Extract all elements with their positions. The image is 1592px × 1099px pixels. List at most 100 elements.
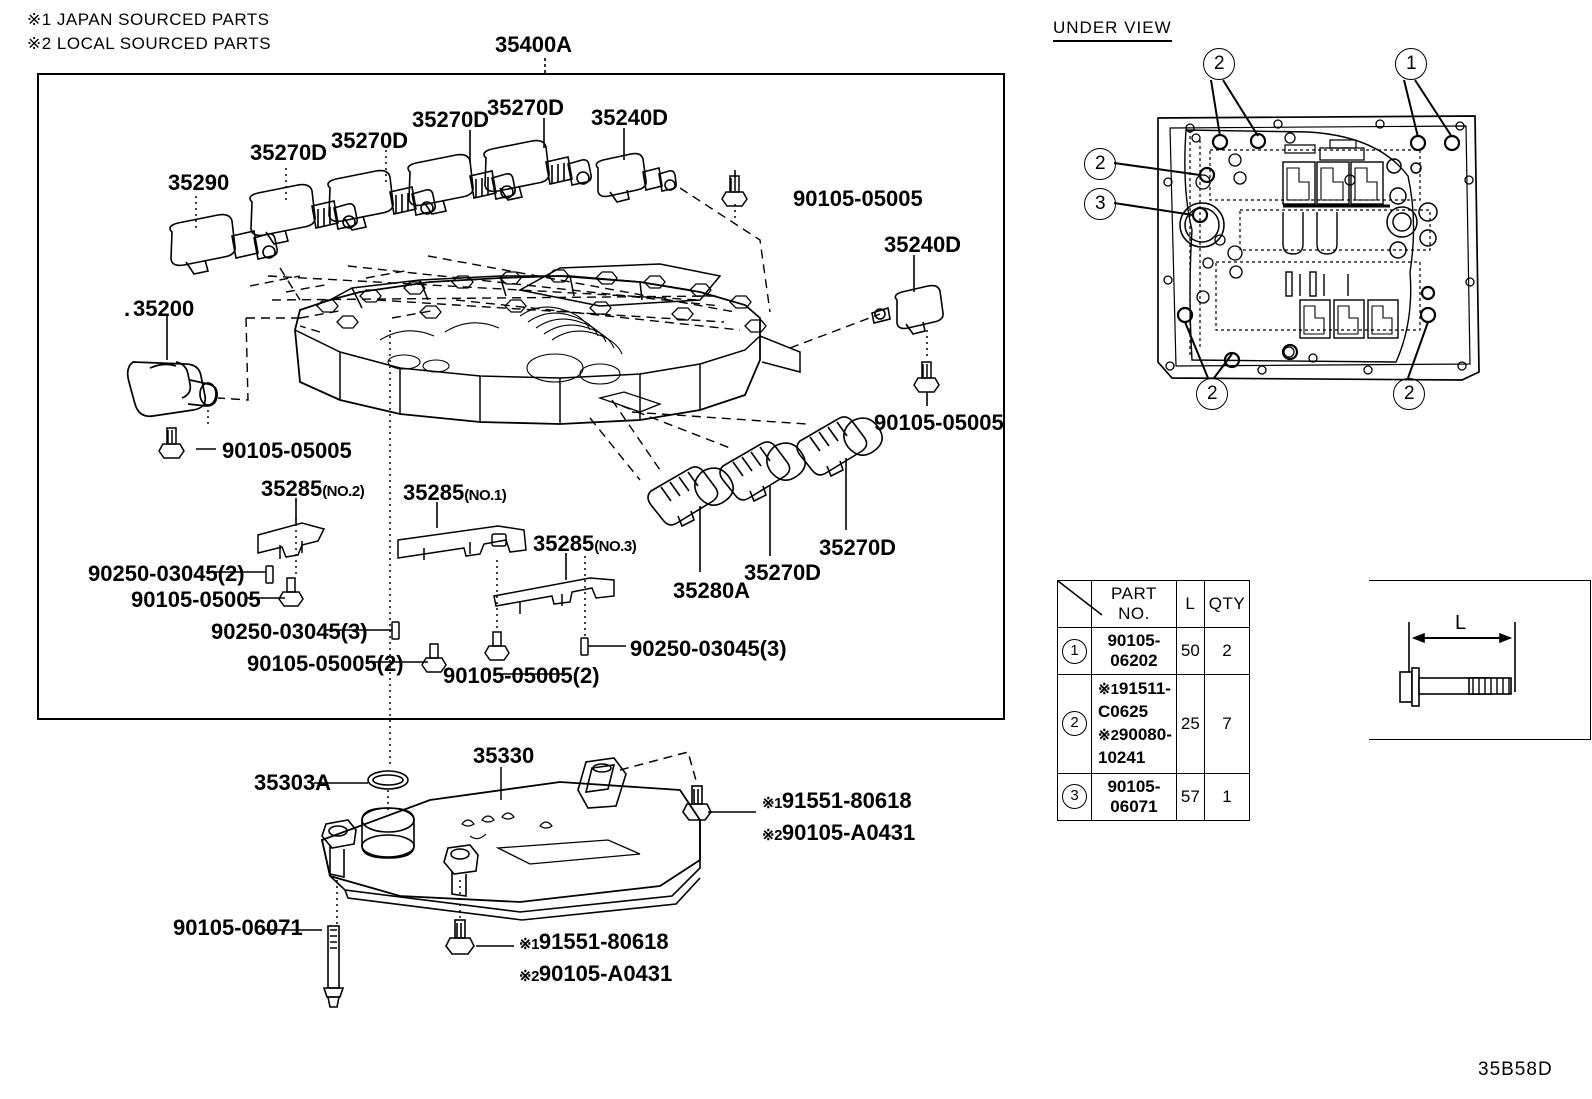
bracket-suffix-no1: (NO.1) [464, 487, 507, 504]
under-view-plate-outline [1157, 115, 1480, 381]
filter-bolt-bottom [445, 919, 475, 955]
part-label-35270D-1: 35270D [250, 140, 328, 165]
under-view-callout-2d: 2 [1393, 378, 1425, 410]
mark-local-bottom: ※2 [519, 967, 539, 985]
assembly-dashed-leaders [217, 187, 881, 481]
mark-local-right: ※2 [762, 826, 782, 844]
table-header-row: PART NO. L QTY [1057, 580, 1251, 628]
under-view-callout-2b: 2 [1084, 148, 1116, 180]
bracket-label-35285-no1: 35285(NO.1) [403, 480, 507, 506]
part-label-90105-05005-right: 90105-05005 [874, 410, 1004, 435]
part-label-90105-05005-left: 90105-05005 [222, 438, 352, 463]
solenoid-35270D-1 [249, 183, 358, 245]
bracket-35285-no3 [493, 577, 615, 614]
mark-jp-bottom: ※1 [519, 936, 539, 953]
bracket-number-no1: 35285 [403, 480, 465, 505]
part-label-35200: 35200 [133, 296, 195, 321]
installation-dotted-lines [195, 150, 928, 768]
circle-number: 2 [1393, 378, 1425, 410]
mark-local-table: ※2 [1098, 726, 1119, 744]
part-label-35270D-6: 35270D [819, 535, 897, 560]
part-label-90105-06071: 90105-06071 [173, 915, 303, 940]
oring-35303A [367, 770, 409, 790]
under-view-title: UNDER VIEW [1053, 18, 1172, 42]
bolt-dimension-illustration [1369, 580, 1591, 740]
note-japan-sourced: ※1 JAPAN SOURCED PARTS [27, 10, 270, 29]
bracket-number-no3: 35285 [533, 531, 595, 556]
table-l-2: 25 [1175, 674, 1205, 774]
part-no-local: 90080-10241 [1098, 724, 1172, 767]
part-label-35330: 35330 [473, 743, 535, 768]
under-view-callout-1: 1 [1395, 48, 1427, 80]
part-label-35270D-2: 35270D [331, 128, 409, 153]
table-l-1: 50 [1175, 627, 1205, 675]
part-label-35270D-3: 35270D [412, 107, 490, 132]
assembly-label-35400A: 35400A [495, 32, 573, 57]
fastener-label-90105-05005-b1: 90105-05005 [131, 587, 261, 612]
table-qty-3: 1 [1203, 772, 1251, 821]
mark-jp-table: ※1 [1098, 681, 1119, 698]
bolt-90105-05005-b1 [278, 577, 304, 607]
part-label-90105-05005-top: 90105-05005 [793, 186, 923, 211]
solenoid-35270D-4 [483, 139, 592, 201]
table-part-no-1: 90105-06202 [1091, 627, 1177, 675]
bolt-pair-label-filter-bottom: ※191551-80618 ※290105-A0431 [519, 926, 672, 990]
sensor-35200 [126, 361, 218, 418]
bracket-number-no2: 35285 [261, 476, 323, 501]
note-local-sourced: ※2 LOCAL SOURCED PARTS [27, 34, 272, 53]
table-ref-3: 3 [1057, 772, 1092, 821]
diagram-code: 35B58D [1478, 1059, 1553, 1080]
solenoid-35280A [647, 466, 734, 528]
circle-number: 1 [1062, 638, 1087, 664]
bolt-pair-label-filter-right: ※191551-80618 ※290105-A0431 [762, 785, 915, 849]
part-label-35290: 35290 [168, 170, 230, 195]
mark-jp-right: ※1 [762, 795, 782, 812]
bolt-group [158, 175, 940, 673]
table-row: 2 ※191511-C0625 ※290080-10241 25 7 [1057, 674, 1251, 774]
under-view-callout-2c: 2 [1196, 378, 1228, 410]
solenoid-35270D-5 [719, 441, 806, 503]
part-no-jp: 91511-C0625 [1098, 679, 1171, 721]
long-bolt-90105-06071 [322, 925, 345, 1008]
valve-body-35400A [294, 263, 801, 425]
table-ref-1: 1 [1057, 627, 1092, 675]
fastener-label-90105-05005-2a: 90105-05005(2) [247, 651, 404, 676]
solenoid-35240D-right [871, 284, 944, 335]
filter-bolt-right [682, 785, 712, 821]
bracket-35285-no1 [397, 525, 527, 560]
pn-90105-A0431-bottom: 90105-A0431 [538, 960, 673, 986]
table-corner-cell [1057, 580, 1103, 628]
table-row: 1 90105-06202 50 2 [1057, 627, 1251, 675]
circle-number: 2 [1062, 711, 1087, 737]
bolt-90105-05005-left [158, 427, 185, 459]
part-label-35240D-right: 35240D [884, 232, 962, 257]
label-leader-lines [166, 118, 928, 675]
solenoid-35270D-6 [796, 416, 883, 478]
bolt-90105-05005-2b [484, 631, 510, 661]
oil-filter-35330 [320, 757, 701, 921]
circle-number: 2 [1084, 148, 1116, 180]
table-qty-2: 7 [1203, 674, 1251, 774]
circle-number: 3 [1062, 784, 1087, 810]
pn-90105-A0431-right: 90105-A0431 [781, 819, 916, 845]
pn-91551-80618-right: 91551-80618 [781, 788, 912, 813]
parts-table: PART NO. L QTY 1 90105-06202 50 2 2 ※191… [1057, 580, 1251, 821]
bracket-label-35285-no2: 35285(NO.2) [261, 476, 365, 502]
table-qty-1: 2 [1203, 627, 1251, 675]
table-part-no-3: 90105-06071 [1091, 772, 1177, 821]
under-view-callout-2a: 2 [1203, 48, 1235, 80]
fastener-label-90250-03045-2: 90250-03045(2) [88, 561, 245, 586]
part-label-35280A: 35280A [673, 578, 751, 603]
under-view-callout-3: 3 [1084, 188, 1116, 220]
part-label-35240D-top: 35240D [591, 105, 669, 130]
fastener-label-90250-03045-3a: 90250-03045(3) [211, 619, 368, 644]
under-view-callout-leaders [1113, 79, 1453, 379]
solenoid-35290 [169, 213, 278, 275]
bolt-90105-05005-right [913, 361, 940, 393]
circle-number: 3 [1084, 188, 1116, 220]
pin-90250-03045-2 [265, 565, 274, 584]
bracket-suffix-no3: (NO.3) [594, 538, 637, 555]
